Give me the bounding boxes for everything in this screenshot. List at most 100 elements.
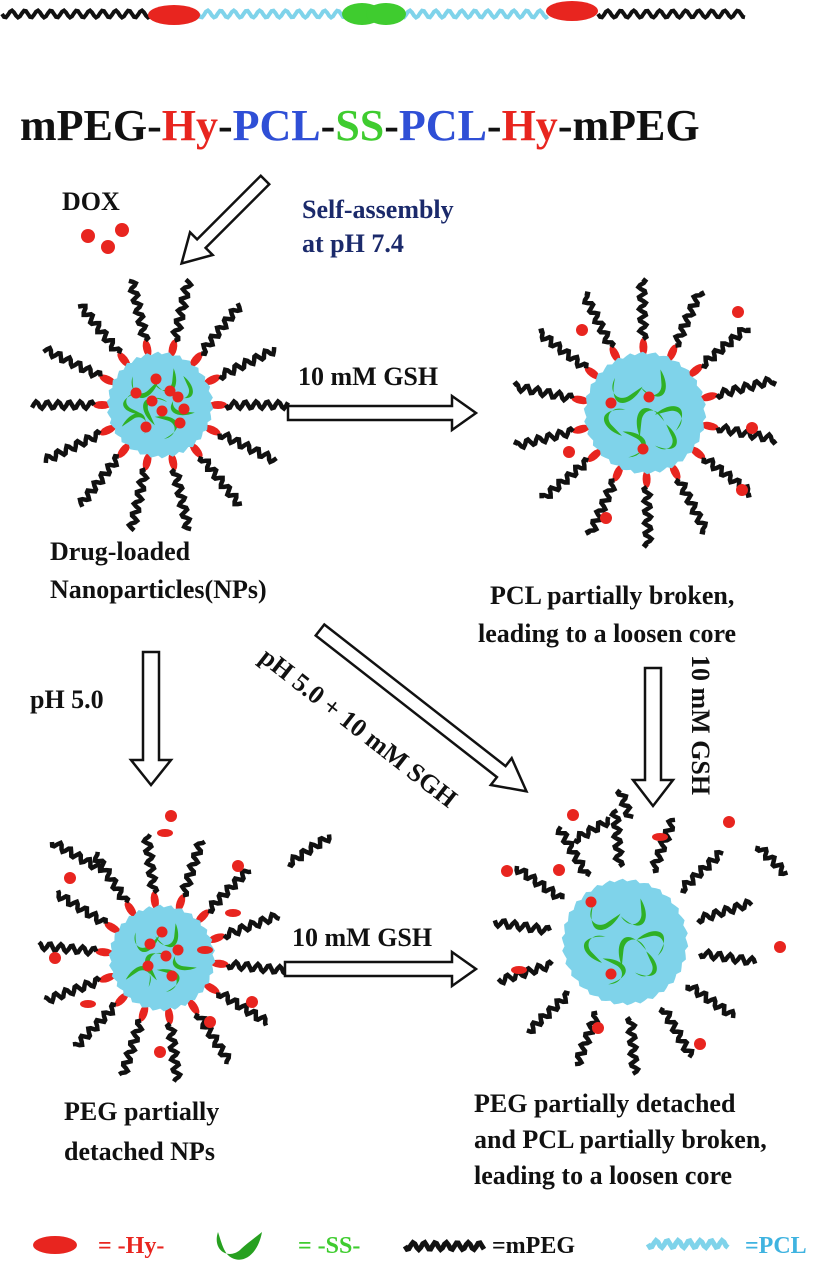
mpeg-arm: [37, 940, 99, 958]
peg-detached-nanoparticle: [37, 833, 287, 1083]
free-dox: [232, 860, 244, 872]
hy-linker: [688, 364, 703, 378]
ss-segment: [173, 376, 193, 399]
ss-segment: [590, 904, 621, 930]
pcl-broken-nanoparticle: [512, 277, 778, 549]
dox-drug: [142, 960, 154, 972]
mpeg-arm: [224, 398, 290, 412]
legend-mpeg-icon: [402, 1238, 487, 1254]
arrow-gsh-top: [286, 393, 479, 433]
dox-drug: [605, 397, 617, 409]
mpeg-arm: [225, 958, 287, 976]
mpeg-arm: [43, 428, 102, 464]
final-nanoparticle: [492, 808, 758, 1076]
dox-drug: [174, 417, 186, 429]
hy-linker: [203, 374, 221, 386]
arrow-ph50-sgh: [313, 622, 529, 793]
hy-linker: [189, 352, 203, 368]
ss-segment: [602, 958, 626, 985]
peg-detached-label: PEG partially detached NPs: [64, 1097, 226, 1166]
dox-drug: [172, 391, 184, 403]
dox-drug: [643, 391, 655, 403]
hy-linker: [104, 921, 121, 934]
free-hy: [80, 1000, 96, 1008]
dox-drug: [140, 421, 152, 433]
free-dox: [64, 872, 76, 884]
hy-linker: [93, 401, 111, 409]
hy-linker: [124, 901, 137, 918]
ph50-label: pH 5.0: [30, 685, 104, 714]
gsh-vertical-label: 10 mM GSH: [686, 655, 715, 795]
mpeg-arm: [164, 1021, 184, 1083]
ss-segment: [131, 376, 159, 399]
ss-segment: [654, 406, 683, 431]
formula-hy-left: Hy: [162, 101, 218, 150]
free-dox: [694, 1038, 706, 1050]
mpeg-arm: [698, 947, 758, 966]
hy-linker: [168, 339, 178, 358]
hy-linker: [209, 401, 227, 409]
dox-drug: [637, 443, 649, 455]
chain-hy-unit: [148, 5, 200, 25]
hy-linker: [195, 909, 210, 924]
arrow-gsh-bottom: [283, 949, 479, 989]
dox-drug: [144, 938, 156, 950]
pcl-core: [106, 351, 214, 459]
formula-pcl-left: PCL: [233, 101, 321, 150]
final-label: PEG partially detached and PCL partially…: [474, 1089, 773, 1190]
detached-mpeg: [754, 845, 789, 877]
pcl-broken-label: PCL partially broken, leading to a loose…: [478, 581, 741, 648]
mpeg-arm: [526, 990, 570, 1035]
legend-ss-label: = -SS-: [298, 1233, 360, 1259]
mpeg-arm: [624, 1015, 642, 1076]
mpeg-arm: [140, 833, 160, 895]
hy-linker: [700, 392, 718, 402]
drug-loaded-nanoparticle: [30, 277, 290, 533]
hy-linker: [571, 395, 590, 405]
dox-drug: [156, 405, 168, 417]
hy-linker: [138, 1004, 149, 1022]
ss-segment: [636, 408, 665, 437]
hy-linker: [584, 366, 600, 380]
mpeg-arm: [117, 1018, 145, 1077]
ss-segment: [640, 369, 666, 397]
mpeg-arm: [640, 485, 655, 549]
hy-linker: [587, 448, 602, 462]
free-dox: [746, 422, 758, 434]
mpeg-arm: [685, 983, 736, 1019]
mpeg-arm: [696, 898, 754, 925]
free-dox: [246, 996, 258, 1008]
free-dox: [165, 810, 177, 822]
arrow-ph50: [128, 650, 174, 788]
free-hy: [225, 909, 241, 917]
detached-mpeg: [287, 834, 332, 869]
chain-mpeg-segment: [596, 7, 746, 20]
dox-drug: [146, 395, 158, 407]
mpeg-arm: [218, 346, 277, 382]
hy-linker: [666, 344, 678, 362]
legend-hy-label: = -Hy-: [98, 1233, 164, 1259]
hy-linker: [612, 464, 624, 482]
dox-drug: [130, 387, 142, 399]
hy-linker: [114, 992, 129, 1007]
free-dox: [600, 512, 612, 524]
dox-drug: [585, 896, 597, 908]
dox-drug: [150, 373, 162, 385]
dox-dot: [115, 223, 129, 237]
hy-linker: [150, 891, 159, 910]
hy-linker: [700, 421, 719, 431]
mpeg-arm: [658, 1006, 695, 1059]
free-hy: [652, 833, 668, 841]
dox-label: DOX: [62, 187, 120, 216]
hy-linker: [98, 972, 117, 983]
free-hy: [197, 946, 213, 954]
free-dox: [723, 816, 735, 828]
mpeg-arm: [635, 277, 650, 341]
mpeg-arm: [169, 467, 193, 532]
chain-hy-unit: [546, 1, 598, 21]
mpeg-arm: [680, 849, 724, 894]
mpeg-arm: [715, 375, 778, 401]
ss-segment: [153, 368, 177, 393]
ss-segment: [145, 952, 170, 981]
free-dox: [553, 864, 565, 876]
